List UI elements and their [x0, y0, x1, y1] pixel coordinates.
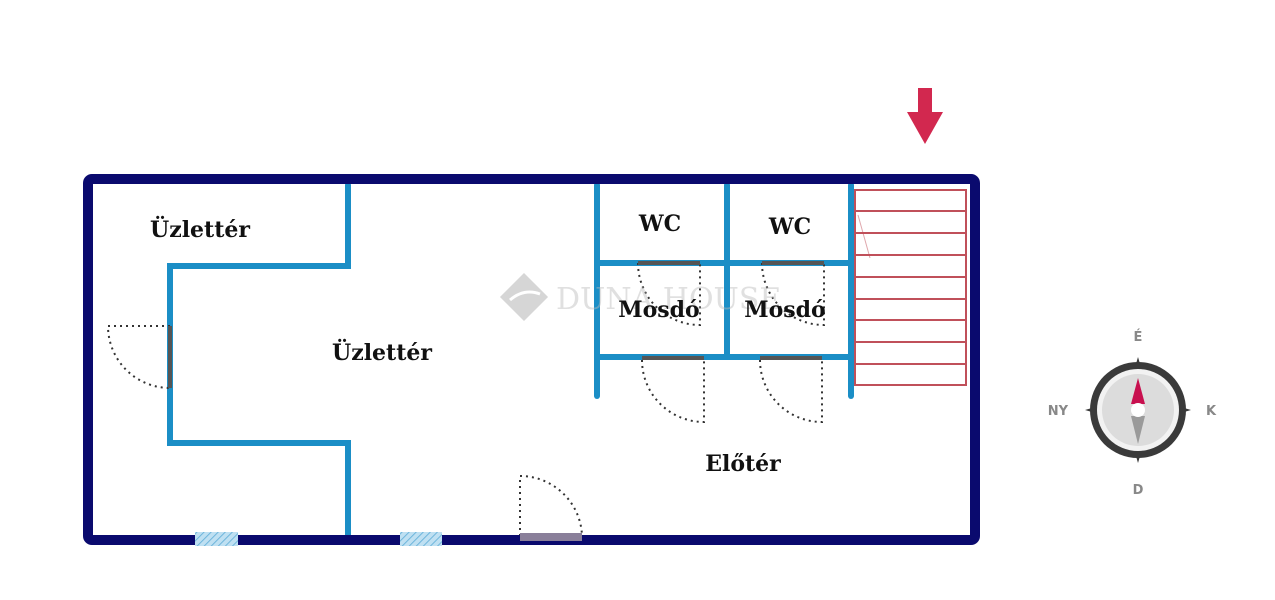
door-left	[106, 325, 171, 389]
room-label: Előtér	[705, 451, 781, 477]
door-mosdo-1	[641, 359, 705, 424]
door-mosdo-2	[759, 359, 823, 424]
room-label: Üzlettér	[150, 215, 250, 243]
window	[400, 532, 442, 546]
door-wc-2	[761, 262, 825, 327]
compass-icon: É K D NY	[1048, 329, 1217, 498]
compass-south: D	[1133, 483, 1144, 498]
svg-text:DUNA HOUSE: DUNA HOUSE	[556, 282, 781, 317]
door-wc-1	[637, 262, 701, 327]
room-label: Mosdó	[744, 297, 825, 323]
main-door-threshold	[520, 533, 582, 541]
window	[195, 532, 238, 546]
stairs	[854, 189, 967, 386]
room-label: WC	[768, 214, 811, 240]
room-label: Mosdó	[618, 297, 699, 323]
watermark-logo: DUNA HOUSE	[499, 272, 781, 322]
room-label: WC	[638, 211, 681, 237]
compass-east: K	[1206, 404, 1217, 419]
inner-walls	[167, 182, 854, 538]
room-label: Üzlettér	[332, 338, 432, 366]
compass-west: NY	[1048, 404, 1069, 419]
compass-north: É	[1134, 329, 1143, 345]
door-main	[519, 474, 583, 537]
entrance-arrow-icon	[907, 88, 943, 144]
doors	[106, 262, 825, 537]
